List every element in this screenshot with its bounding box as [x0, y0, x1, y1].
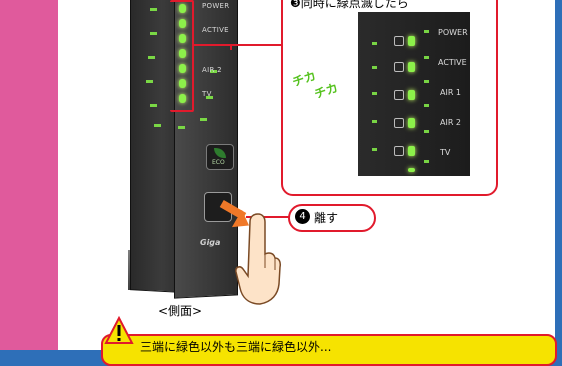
power-icon [394, 36, 404, 46]
release-callout: 4 離す [288, 204, 376, 232]
glow-dash [150, 104, 157, 107]
connector-line [192, 44, 282, 46]
air2-icon [394, 118, 404, 128]
glow-dash [372, 66, 377, 69]
led-highlight-bracket [170, 0, 194, 112]
zoom-led [408, 168, 415, 172]
glow-dash [424, 104, 429, 107]
glow-dash [372, 92, 377, 95]
zoom-label-air2: AIR 2 [440, 118, 462, 127]
glow-dash [146, 80, 153, 83]
router-brand: Giga [200, 238, 221, 247]
glow-dash [424, 80, 429, 83]
led-indicator [178, 94, 186, 103]
router-label-air2: AIR 2 [202, 66, 222, 74]
glow-dash [206, 96, 213, 99]
glow-dash [372, 120, 377, 123]
glow-dash [150, 8, 157, 11]
router-led-column [176, 4, 188, 109]
connector-line [230, 44, 232, 50]
led-indicator [178, 49, 186, 58]
step-number: ❸ [290, 0, 301, 10]
glow-dash [424, 130, 429, 133]
leaf-icon [214, 148, 226, 158]
warning-icon [104, 316, 134, 344]
zoom-led [408, 36, 415, 46]
led-indicator [178, 34, 186, 43]
frame-edge [555, 0, 562, 350]
led-indicator [178, 19, 186, 28]
led-indicator [178, 64, 186, 73]
led-indicator [178, 79, 186, 88]
glow-dash [154, 124, 161, 127]
zoom-label-active: ACTIVE [438, 58, 467, 67]
glow-dash [148, 56, 155, 59]
router-label-active: ACTIVE [202, 26, 229, 34]
zoom-led [408, 62, 415, 72]
hand-icon [235, 213, 281, 305]
router-label-tv: TV [202, 90, 212, 98]
glow-dash [150, 32, 157, 35]
zoom-led [408, 118, 415, 128]
zoom-led [408, 146, 415, 156]
zoom-label-tv: TV [440, 148, 451, 157]
glow-dash [372, 42, 377, 45]
step-number: 4 [295, 209, 310, 224]
zoom-label-air1: AIR 1 [440, 88, 462, 97]
tv-icon [394, 146, 404, 156]
connector-line [246, 216, 290, 218]
led-indicator [178, 4, 186, 13]
glow-dash [178, 126, 185, 129]
side-view-caption: <側面> [158, 304, 203, 318]
glow-dash [210, 70, 217, 73]
eco-label: ECO [212, 159, 225, 166]
glow-dash [424, 160, 429, 163]
glow-dash [424, 30, 429, 33]
zoom-title-text: 同時に緑点滅したら [300, 0, 409, 10]
zoom-title: ❸同時に緑点滅したら [290, 0, 409, 11]
glow-dash [200, 118, 207, 121]
zoom-led [408, 90, 415, 100]
glow-dash [424, 56, 429, 59]
air1-icon [394, 90, 404, 100]
glow-dash [372, 148, 377, 151]
release-label: 離す [314, 211, 339, 225]
router-label-power: POWER [202, 2, 230, 10]
eco-button[interactable]: ECO [206, 144, 234, 170]
active-icon [394, 62, 404, 72]
warning-text: 三端に緑色以外も三端に緑色以外... [140, 340, 332, 354]
sidebar-accent-strip [0, 0, 58, 350]
zoom-label-power: POWER [438, 28, 468, 37]
